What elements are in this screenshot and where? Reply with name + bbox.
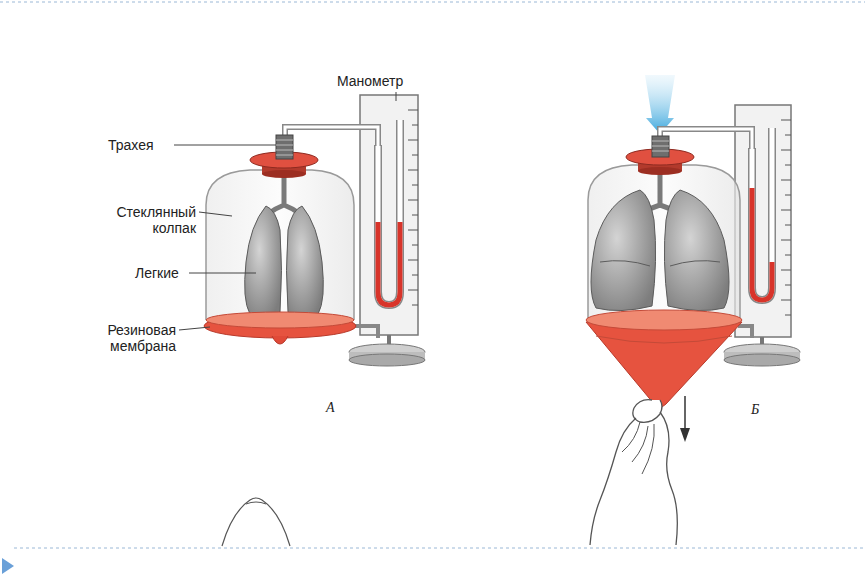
- bullet-triangle: [2, 558, 14, 574]
- part-label: Резиновая мембрана: [72, 322, 176, 354]
- partial-figure: [246, 502, 266, 504]
- panel-b-drawing: [586, 75, 800, 545]
- dashed-rule: [0, 2, 865, 3]
- panel-a-drawing: [204, 95, 425, 366]
- part-label: Трахея: [108, 137, 154, 153]
- panel-letter: Б: [751, 402, 759, 418]
- part-label: Легкие: [135, 265, 179, 281]
- instrument-label: Манометр: [337, 73, 403, 89]
- leader-lines: [174, 92, 396, 330]
- part-label: Стеклянный колпак: [78, 204, 196, 236]
- dashed-rule: [14, 548, 865, 549]
- panel-letter: А: [326, 400, 335, 416]
- partial-figure: [222, 498, 290, 546]
